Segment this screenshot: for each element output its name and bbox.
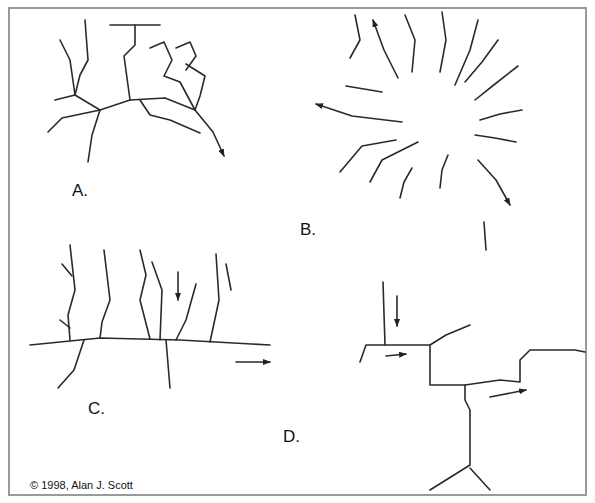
pattern-letter: B. [300, 221, 316, 240]
radial-pattern [316, 12, 522, 250]
dendritic-pattern [48, 20, 224, 162]
trellis-pattern [30, 245, 270, 388]
rectangular-pattern [360, 282, 585, 490]
pattern-letter: D. [283, 428, 300, 447]
pattern-letter: C. [88, 400, 105, 419]
pattern-letter: A. [72, 182, 88, 201]
frame-border [9, 8, 586, 495]
copyright-note: © 1998, Alan J. Scott [30, 479, 133, 491]
